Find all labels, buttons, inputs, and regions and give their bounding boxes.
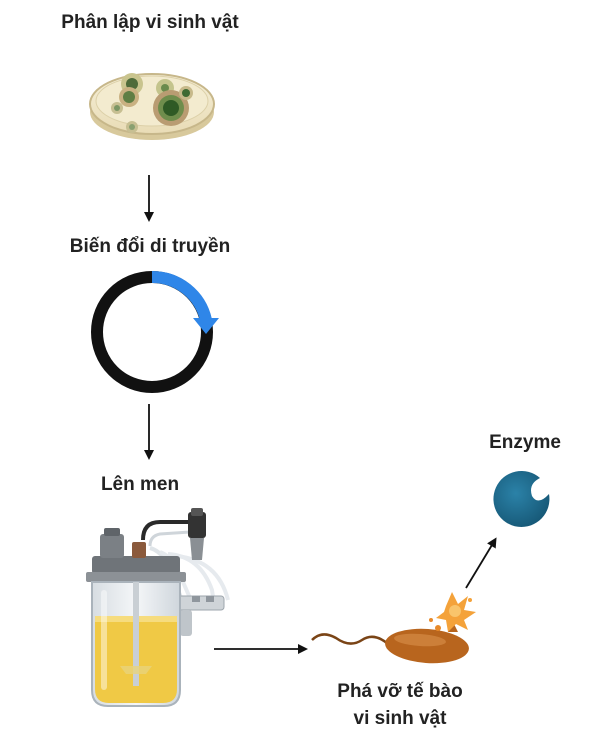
cell-lysis-label-line1: Phá vỡ tế bào — [337, 681, 463, 702]
arrow-lysis-to-enzyme — [465, 537, 497, 589]
step-isolation-label: Phân lập vi sinh vật — [61, 12, 239, 33]
step-cell-lysis-label: Phá vỡ tế bào vi sinh vật — [300, 678, 500, 732]
enzyme-icon — [493, 470, 550, 527]
bacterium-icon — [311, 620, 469, 664]
plasmid-icon — [91, 270, 219, 393]
bioreactor-icon — [86, 508, 230, 707]
step-genetic-modification-label: Biến đổi di truyền — [69, 236, 231, 257]
petri-dish-icon — [89, 73, 215, 140]
step-fermentation-label: Lên men — [100, 474, 180, 495]
burst-icon — [429, 592, 476, 632]
cell-lysis-label-line2: vi sinh vật — [353, 708, 447, 729]
product-enzyme-label: Enzyme — [489, 432, 561, 453]
